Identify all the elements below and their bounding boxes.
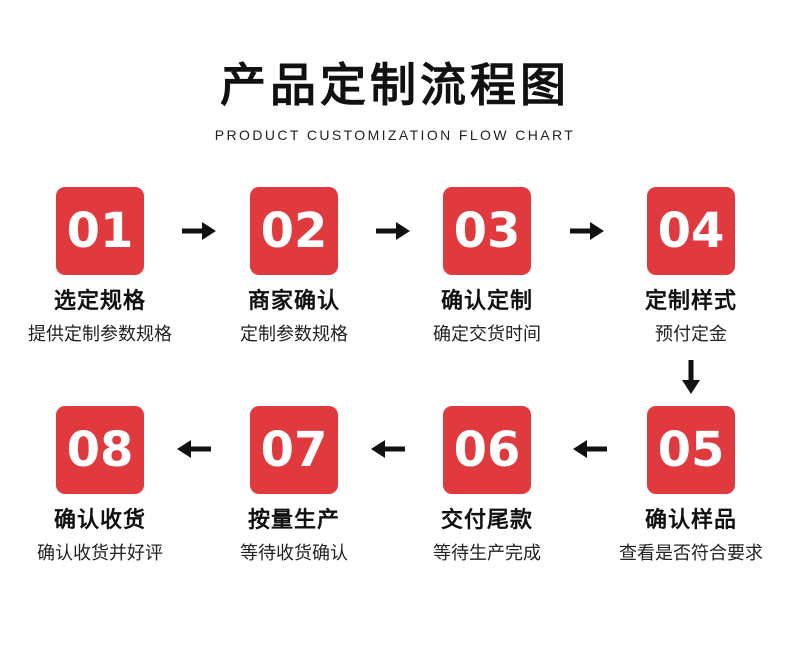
arrow-down-icon	[682, 360, 700, 394]
arrow-left-icon	[573, 440, 607, 458]
step-number-badge: 06	[443, 406, 531, 494]
step-number-badge: 03	[443, 187, 531, 275]
step-description: 等待生产完成	[433, 543, 541, 564]
page-subtitle: PRODUCT CUSTOMIZATION FLOW CHART	[214, 127, 576, 143]
step-title: 商家确认	[247, 289, 340, 314]
step-title: 按量生产	[247, 508, 340, 533]
step-number-badge: 01	[56, 187, 144, 275]
step-number-badge: 02	[250, 187, 338, 275]
step-title: 确认定制	[440, 289, 533, 314]
page-title: 产品定制流程图	[220, 58, 570, 112]
step-description: 提供定制参数规格	[28, 324, 172, 345]
step-06: 06 交付尾款 等待生产完成	[387, 406, 587, 566]
step-description: 查看是否符合要求	[619, 543, 763, 564]
step-description: 等待收货确认	[240, 543, 348, 564]
step-number-badge: 08	[56, 406, 144, 494]
arrow-left-icon	[371, 440, 405, 458]
step-title: 交付尾款	[440, 508, 533, 533]
step-description: 确定交货时间	[433, 324, 541, 345]
step-title: 选定规格	[53, 289, 146, 314]
step-title: 定制样式	[644, 289, 737, 314]
step-description: 预付定金	[655, 324, 727, 345]
arrow-right-icon	[182, 222, 216, 240]
step-number-badge: 04	[647, 187, 735, 275]
step-number-badge: 05	[647, 406, 735, 494]
step-02: 02 商家确认 定制参数规格	[194, 187, 394, 347]
step-07: 07 按量生产 等待收货确认	[194, 406, 394, 566]
step-05: 05 确认样品 查看是否符合要求	[591, 406, 790, 566]
arrow-left-icon	[177, 440, 211, 458]
step-04: 04 定制样式 预付定金	[591, 187, 790, 347]
step-description: 定制参数规格	[240, 324, 348, 345]
step-title: 确认样品	[644, 508, 737, 533]
step-01: 01 选定规格 提供定制参数规格	[0, 187, 200, 347]
step-description: 确认收货并好评	[37, 543, 163, 564]
arrow-right-icon	[376, 222, 410, 240]
arrow-right-icon	[570, 222, 604, 240]
step-title: 确认收货	[53, 508, 146, 533]
step-number-badge: 07	[250, 406, 338, 494]
step-08: 08 确认收货 确认收货并好评	[0, 406, 200, 566]
step-03: 03 确认定制 确定交货时间	[387, 187, 587, 347]
